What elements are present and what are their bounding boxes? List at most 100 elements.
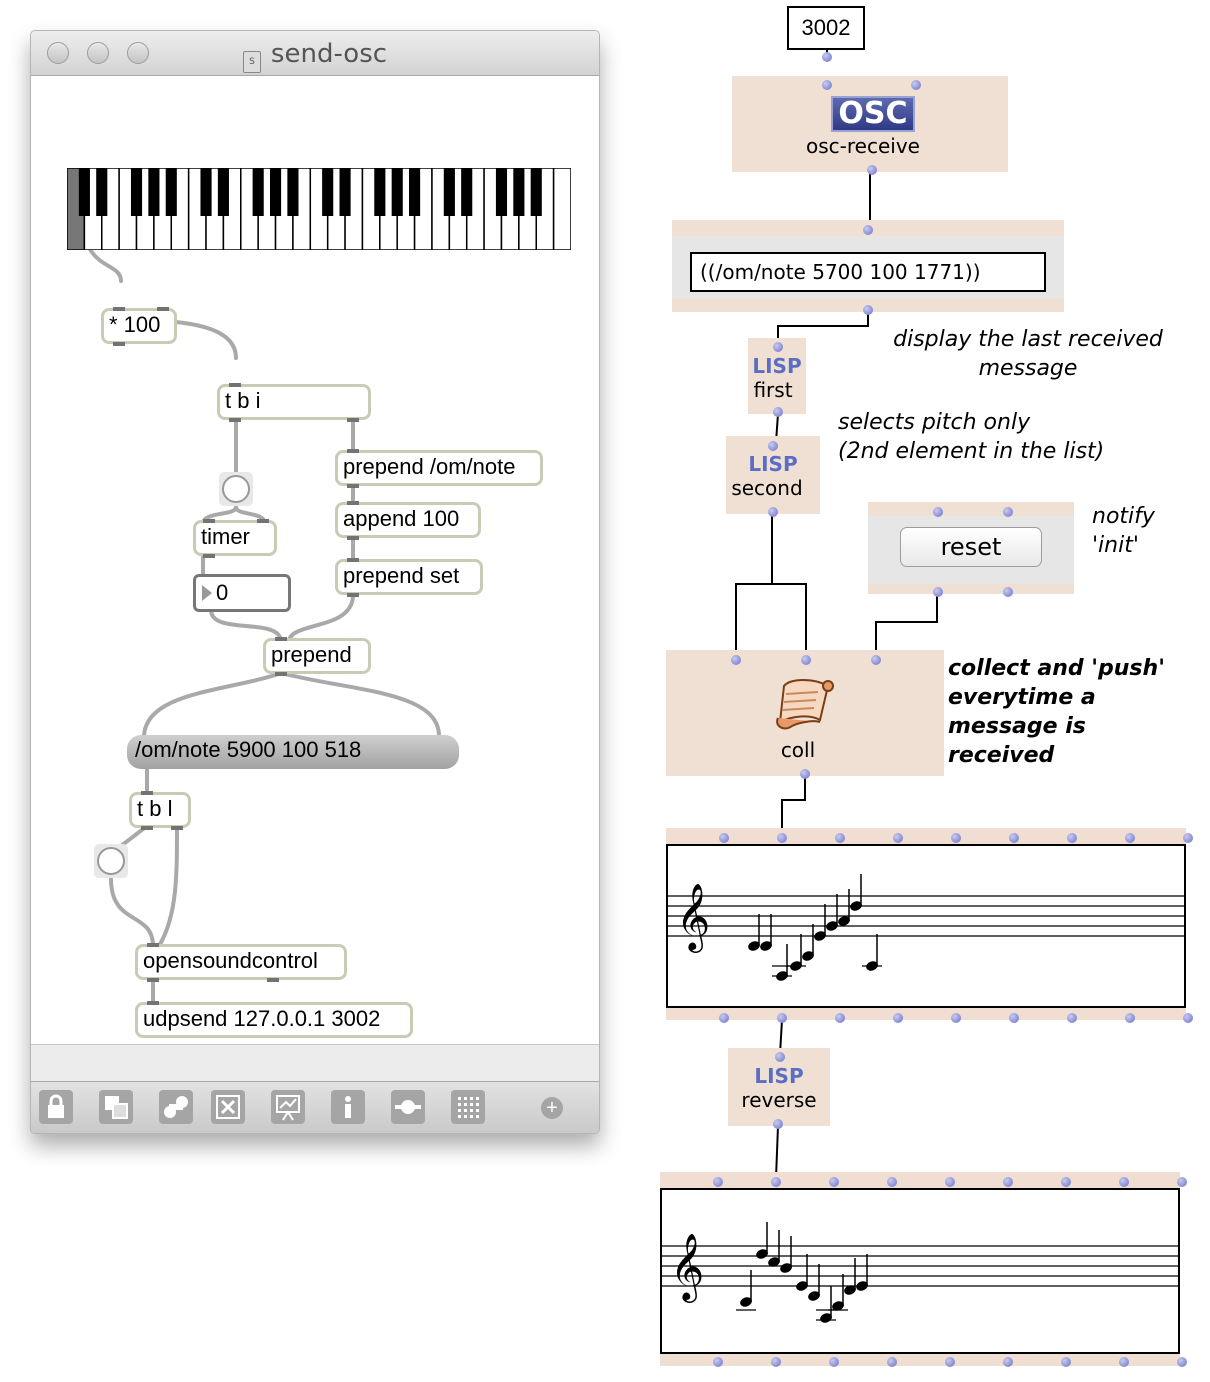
port-dot[interactable] [719,833,729,843]
port-dot[interactable] [1067,833,1077,843]
port-dot[interactable] [1177,1177,1187,1187]
port-dot[interactable] [1061,1357,1071,1367]
udpsend-object[interactable]: udpsend 127.0.0.1 3002 [135,1002,413,1038]
inlet[interactable] [275,637,287,641]
black-key[interactable] [495,168,508,216]
port-dot[interactable] [1125,833,1135,843]
black-key[interactable] [165,168,177,216]
outlet[interactable] [229,418,241,422]
inlet[interactable] [141,791,153,795]
outlet[interactable] [147,978,159,982]
port-dot[interactable] [1119,1177,1129,1187]
debug-icon[interactable] [271,1090,305,1124]
outlet-dot[interactable] [933,587,943,597]
port-dot[interactable] [1061,1177,1071,1187]
port-dot[interactable] [771,1177,781,1187]
inlet-dot[interactable] [911,80,921,90]
lisp-second-box[interactable]: LISP second [726,436,820,514]
zoom-window-button[interactable] [127,42,149,64]
port-number-box[interactable]: 3002 [787,6,865,50]
piano-keyboard[interactable] [67,168,571,250]
port-dot[interactable] [1119,1357,1129,1367]
black-key[interactable] [200,168,212,216]
inlet[interactable] [157,307,169,311]
minimize-window-button[interactable] [87,42,109,64]
inlet[interactable] [257,519,269,523]
inlet[interactable] [147,943,159,947]
black-key[interactable] [217,168,229,216]
black-key[interactable] [148,168,160,216]
port-dot[interactable] [887,1177,897,1187]
port-dot[interactable] [835,833,845,843]
info-icon[interactable] [331,1090,365,1124]
black-key[interactable] [130,168,143,216]
port-dot[interactable] [1183,833,1193,843]
black-key[interactable] [252,168,264,216]
outlet[interactable] [141,826,153,830]
port-dot[interactable] [1177,1357,1187,1367]
black-key[interactable] [339,168,351,216]
port-dot[interactable] [893,833,903,843]
osc-message-box[interactable]: /om/note 5900 100 518 [127,735,459,769]
grid-icon[interactable] [451,1090,485,1124]
black-key[interactable] [269,168,282,216]
inlet[interactable] [347,558,359,562]
black-key[interactable] [530,168,542,216]
black-key[interactable] [287,168,299,216]
osc-receive-box[interactable]: OSC osc-receive [732,76,1008,172]
port-dot[interactable] [771,1357,781,1367]
outlet-dot[interactable] [822,52,832,62]
outlet[interactable] [347,536,359,540]
outlet[interactable] [275,672,287,676]
outlet[interactable] [203,554,215,558]
port-dot[interactable] [893,1013,903,1023]
inlet[interactable] [113,307,125,311]
add-icon[interactable]: + [541,1097,563,1119]
inlet-dot[interactable] [731,655,741,665]
bang-button[interactable] [219,472,253,506]
opensoundcontrol-object[interactable]: opensoundcontrol [135,944,347,980]
port-dot[interactable] [951,1013,961,1023]
outlet-dot[interactable] [800,769,810,779]
port-dot[interactable] [829,1357,839,1367]
timer-object[interactable]: timer [193,520,277,556]
black-key[interactable] [96,168,108,216]
outlet-dot[interactable] [863,305,873,315]
outlet-dot[interactable] [773,407,783,417]
black-key[interactable] [78,168,90,216]
outlet[interactable] [267,978,279,982]
outlet-dot[interactable] [1003,587,1013,597]
port-dot[interactable] [951,833,961,843]
text-display-box[interactable]: ((/om/note 5700 100 1771)) [672,220,1064,312]
port-dot[interactable] [1183,1013,1193,1023]
outlet-dot[interactable] [773,1119,783,1129]
inlet[interactable] [147,1001,159,1005]
port-dot[interactable] [713,1357,723,1367]
score-view-2[interactable]: 𝄞 [660,1188,1180,1354]
trigger-bl-object[interactable]: t b l [129,792,191,828]
outlet[interactable] [347,593,359,597]
inlet-dot[interactable] [863,225,873,235]
port-dot[interactable] [1003,1177,1013,1187]
inlet[interactable] [229,383,241,387]
black-key[interactable] [374,168,386,216]
close-window-button[interactable] [47,42,69,64]
clear-icon[interactable] [211,1090,245,1124]
black-key[interactable] [513,168,525,216]
multiply-object[interactable]: * 100 [101,308,177,344]
connect-icon[interactable] [391,1090,425,1124]
prepend-om-note-object[interactable]: prepend /om/note [335,450,543,486]
outlet[interactable] [171,826,183,830]
port-dot[interactable] [713,1177,723,1187]
inspector-icon[interactable] [159,1090,193,1124]
inlet[interactable] [347,449,359,453]
port-dot[interactable] [719,1013,729,1023]
bang-button-2[interactable] [94,844,128,878]
black-key[interactable] [461,168,473,216]
inlet-dot[interactable] [1003,507,1013,517]
port-dot[interactable] [1009,833,1019,843]
black-key[interactable] [322,168,334,216]
outlet[interactable] [113,342,125,346]
inlet[interactable] [203,519,215,523]
outlet[interactable] [347,418,359,422]
